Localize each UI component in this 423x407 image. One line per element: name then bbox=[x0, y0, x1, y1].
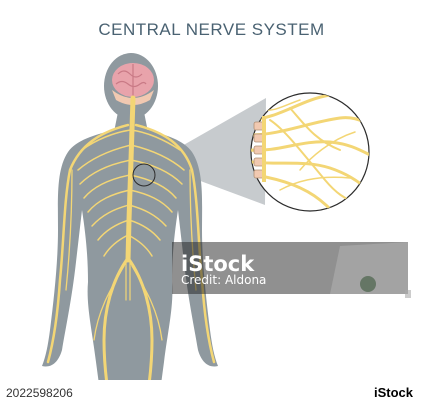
footer-bar bbox=[0, 380, 423, 407]
image-id: 2022598206 bbox=[6, 386, 73, 400]
nerve-network bbox=[46, 95, 216, 394]
zoomed-vertebrae bbox=[253, 121, 265, 179]
watermark-credit: Credit: Aldona bbox=[181, 273, 267, 287]
watermark-overlay bbox=[172, 242, 411, 298]
stock-logo-text: iStock bbox=[373, 385, 413, 400]
page-title: CENTRAL NERVE SYSTEM bbox=[98, 20, 325, 39]
callout-cone bbox=[152, 98, 266, 205]
brain-folds bbox=[115, 64, 147, 96]
watermark-brand: iStock bbox=[181, 252, 255, 276]
brain-stem bbox=[112, 90, 154, 105]
highlight-circle bbox=[132, 163, 156, 187]
stock-logo: iStock bbox=[374, 385, 413, 400]
